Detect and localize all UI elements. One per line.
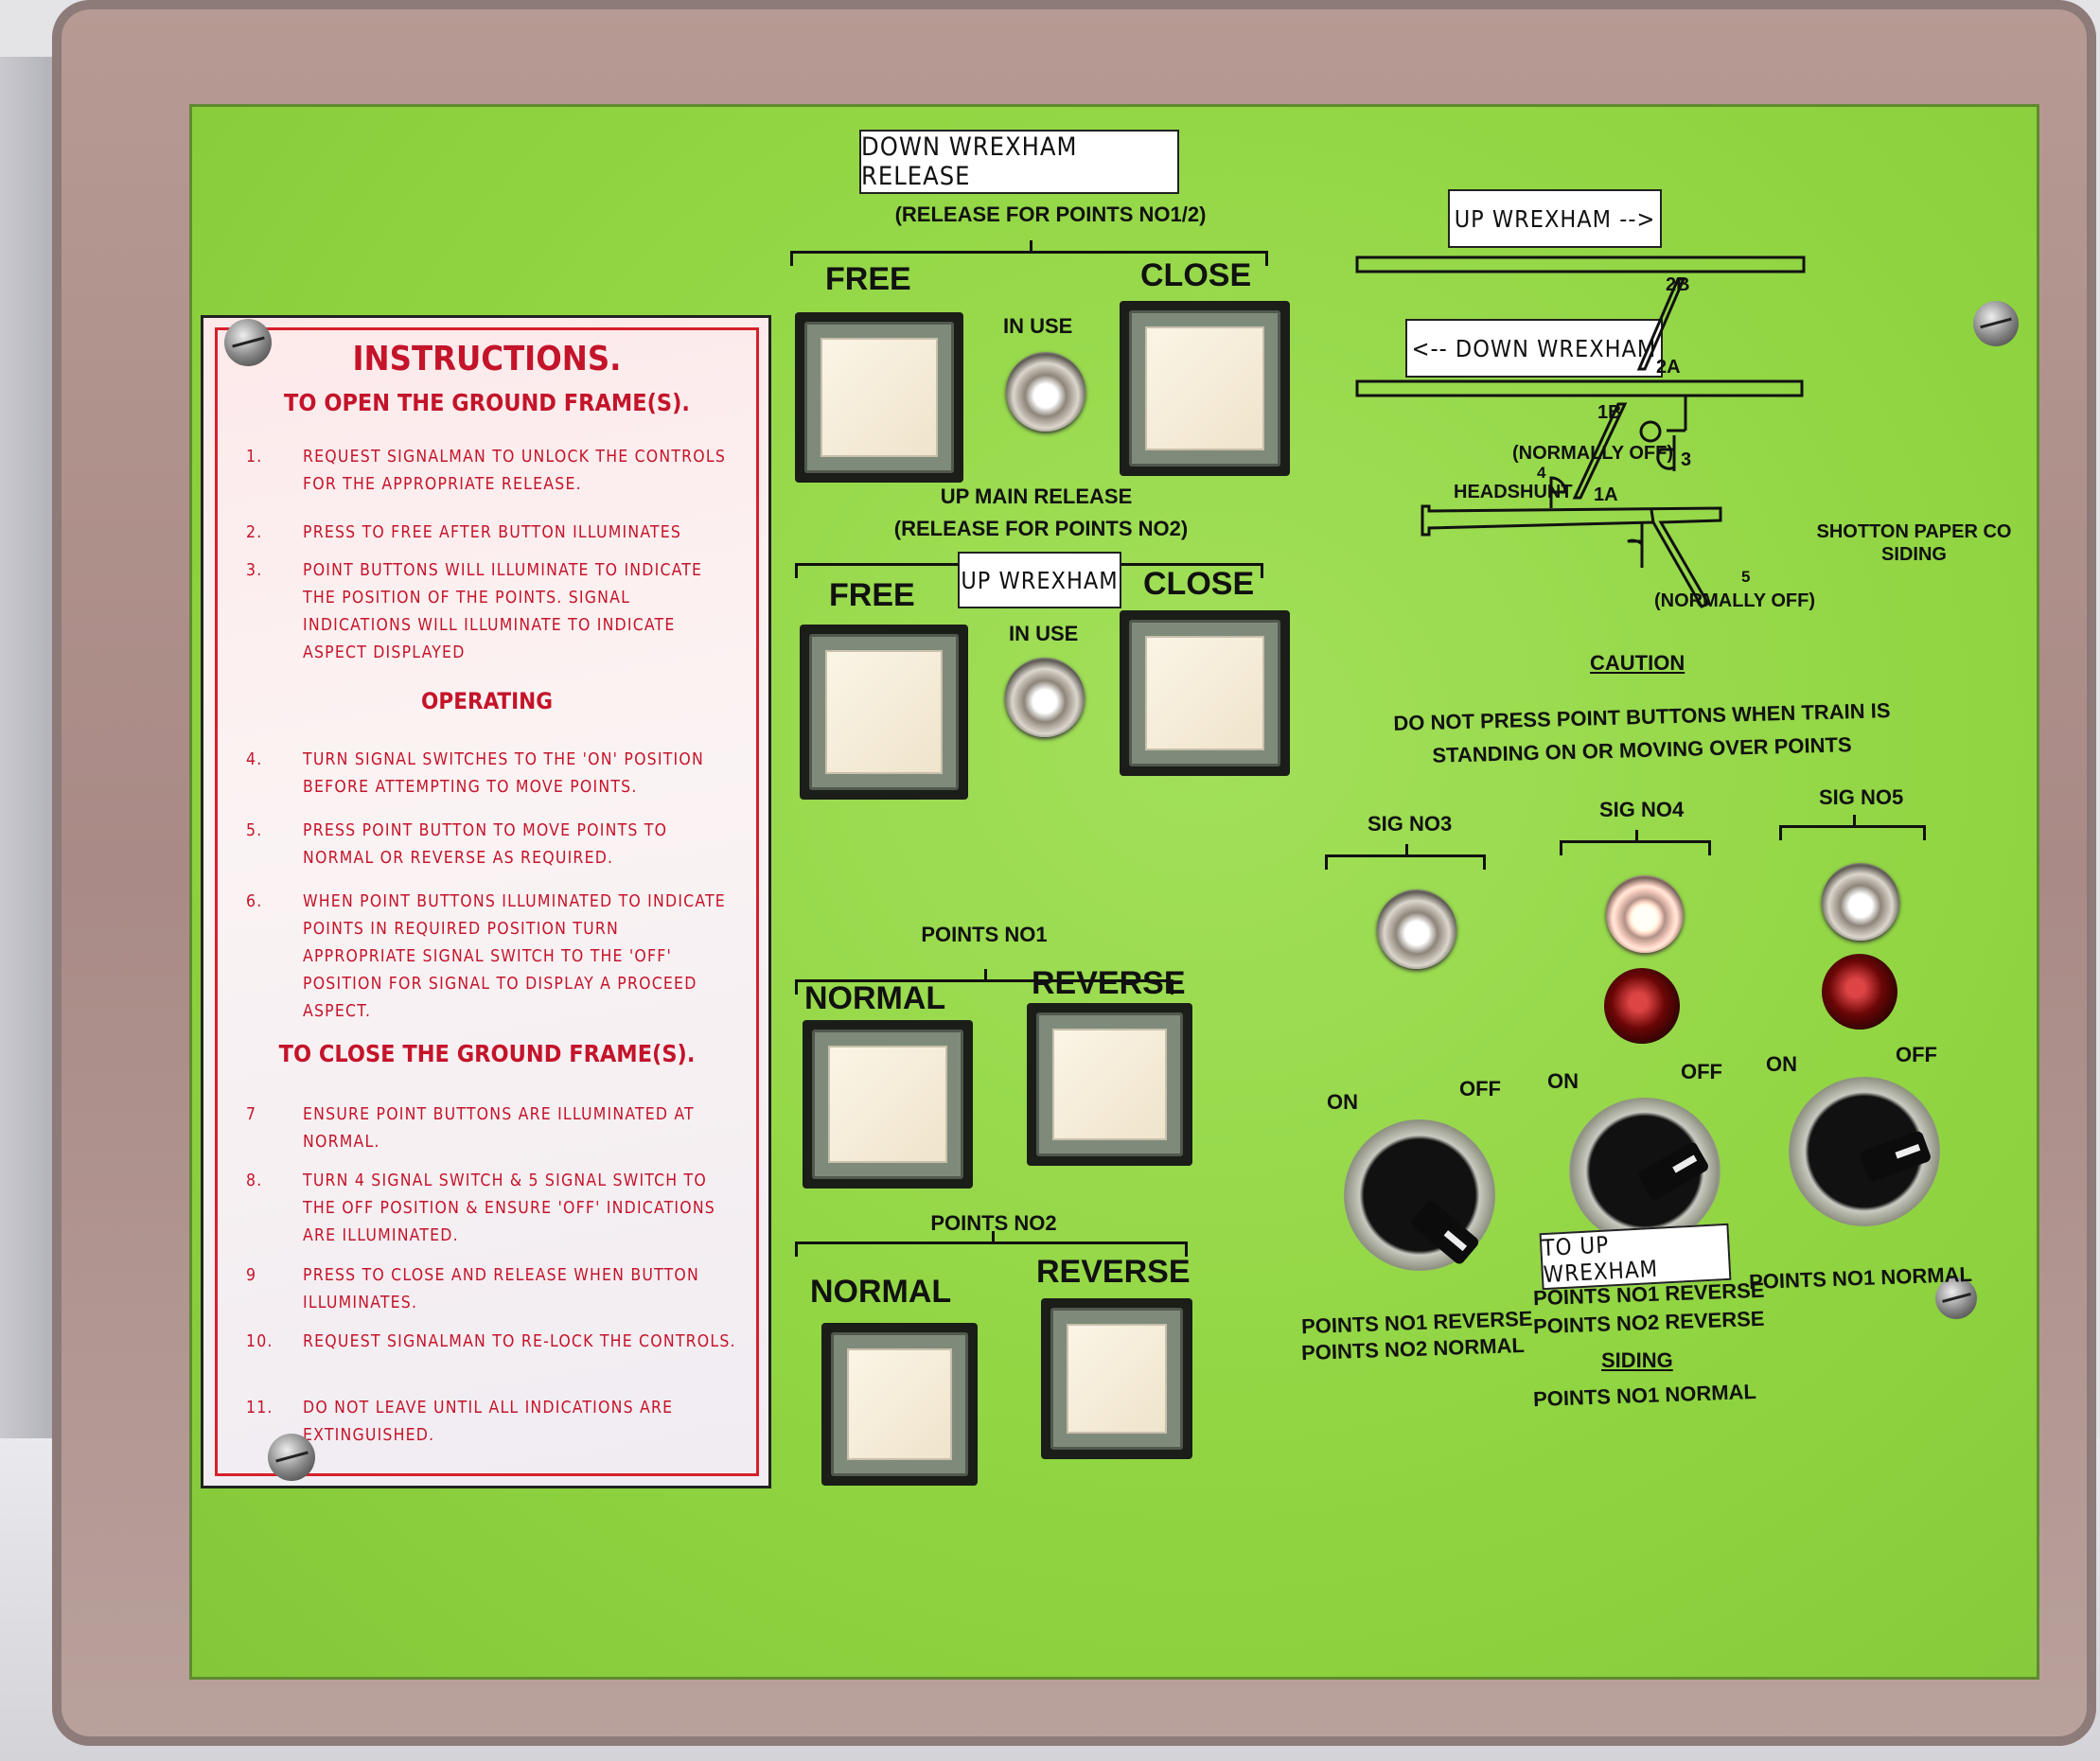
headshunt-label: HEADSHUNT bbox=[1454, 482, 1573, 502]
instruction-item: 6.WHEN POINT BUTTONS ILLUMINATED TO INDI… bbox=[246, 892, 726, 1021]
sig4-off-label: OFF bbox=[1681, 1060, 1722, 1083]
instructions-title: INSTRUCTIONS. bbox=[352, 340, 622, 379]
points2-normal-button[interactable] bbox=[821, 1323, 978, 1486]
instruction-item: 8.TURN 4 SIGNAL SWITCH & 5 SIGNAL SWITCH… bbox=[246, 1171, 716, 1245]
up-release-free-button[interactable] bbox=[800, 625, 968, 800]
sig3-indicator-lamp bbox=[1377, 889, 1456, 969]
sig4-switch-knob[interactable] bbox=[1569, 1098, 1721, 1244]
reverse-label: REVERSE bbox=[1036, 1254, 1191, 1290]
free-label: FREE bbox=[825, 261, 911, 297]
sig-no4-label: SIG NO4 bbox=[1599, 798, 1685, 821]
shotton-siding-label: SHOTTON PAPER CO SIDING bbox=[1816, 521, 2012, 565]
screw-icon bbox=[1935, 1277, 1977, 1319]
normally-off-4-label: (NORMALLY OFF) bbox=[1512, 443, 1673, 464]
normal-label: NORMAL bbox=[810, 1274, 952, 1310]
instructions-plate: INSTRUCTIONS. TO OPEN THE GROUND FRAME(S… bbox=[201, 315, 771, 1488]
bracket bbox=[795, 969, 1174, 995]
instruction-item: 1.REQUEST SIGNALMAN TO UNLOCK THE CONTRO… bbox=[246, 448, 727, 494]
crossover-1 bbox=[1572, 402, 1628, 500]
up-wrexham-direction-plate: UP WREXHAM --> bbox=[1448, 189, 1662, 248]
signal-4-label: 4 bbox=[1537, 464, 1546, 482]
points-2b-label: 2B bbox=[1666, 274, 1690, 295]
operating-heading: OPERATING bbox=[421, 688, 553, 714]
bracket bbox=[790, 240, 1268, 266]
instruction-item: 4.TURN SIGNAL SWITCHES TO THE 'ON' POSIT… bbox=[246, 750, 704, 797]
sig3-off-label: OFF bbox=[1459, 1077, 1501, 1101]
points2-reverse-button[interactable] bbox=[1041, 1298, 1192, 1459]
sig3-on-label: ON bbox=[1327, 1090, 1358, 1114]
signal-4-icon bbox=[1549, 476, 1567, 508]
down-release-close-button[interactable] bbox=[1120, 301, 1290, 476]
sig-no3-label: SIG NO3 bbox=[1368, 812, 1453, 836]
up-main-track bbox=[1355, 255, 1806, 273]
instruction-item: 2.PRESS TO FREE AFTER BUTTON ILLUMINATES bbox=[246, 523, 682, 542]
bracket bbox=[1779, 815, 1926, 840]
sig4-red-lamp bbox=[1604, 968, 1680, 1044]
sig5-indicator-lamp bbox=[1822, 863, 1899, 941]
points1-normal-button[interactable] bbox=[803, 1020, 973, 1189]
down-main-track bbox=[1355, 379, 1804, 397]
in-use-lamp bbox=[1006, 352, 1085, 431]
free-label: FREE bbox=[829, 577, 915, 613]
bracket bbox=[1325, 844, 1486, 870]
up-main-release-title: UP MAIN RELEASE bbox=[940, 484, 1133, 508]
signal-3-label: 3 bbox=[1681, 449, 1692, 470]
sig5-on-label: ON bbox=[1766, 1052, 1797, 1076]
sig5-red-lamp bbox=[1822, 954, 1897, 1030]
sig5-switch-knob[interactable] bbox=[1789, 1077, 1940, 1226]
points-no1-title: POINTS NO1 bbox=[921, 923, 1048, 946]
close-label: CLOSE bbox=[1140, 257, 1252, 293]
reverse-label: REVERSE bbox=[1032, 965, 1186, 1001]
points-1b-label: 1B bbox=[1597, 402, 1622, 423]
sig4-indicator-lamp bbox=[1606, 875, 1684, 953]
sig4-on-label: ON bbox=[1547, 1069, 1579, 1093]
points1-reverse-button[interactable] bbox=[1027, 1003, 1192, 1166]
up-wrexham-plate: UP WREXHAM bbox=[958, 552, 1121, 608]
down-wrexham-release-plate: DOWN WREXHAM RELEASE bbox=[859, 130, 1179, 194]
open-heading: TO OPEN THE GROUND FRAME(S). bbox=[284, 389, 690, 416]
down-wrexham-direction-plate: <-- DOWN WREXHAM bbox=[1405, 319, 1663, 378]
signal-5-label: 5 bbox=[1741, 568, 1751, 586]
normal-label: NORMAL bbox=[804, 980, 946, 1016]
normally-off-5-label: (NORMALLY OFF) bbox=[1654, 590, 1815, 611]
bracket bbox=[795, 1231, 1188, 1257]
up-release-subtitle: (RELEASE FOR POINTS NO2) bbox=[893, 517, 1189, 540]
sig3-switch-knob[interactable] bbox=[1344, 1119, 1495, 1271]
instruction-item: 3.POINT BUTTONS WILL ILLUMINATE TO INDIC… bbox=[246, 561, 703, 662]
crossover-2 bbox=[1636, 277, 1686, 371]
in-use-label: IN USE bbox=[1003, 314, 1073, 338]
instruction-item: 11.DO NOT LEAVE UNTIL ALL INDICATIONS AR… bbox=[246, 1399, 674, 1445]
signal-3-arm-icon bbox=[1656, 435, 1676, 471]
sig4-siding-heading: SIDING bbox=[1601, 1348, 1673, 1372]
points-2a-label: 2A bbox=[1656, 357, 1681, 378]
screw-icon bbox=[268, 1434, 315, 1481]
signal-3-icon bbox=[1639, 420, 1662, 443]
screw-icon bbox=[224, 319, 272, 366]
close-label: CLOSE bbox=[1143, 566, 1255, 602]
sig-no5-label: SIG NO5 bbox=[1819, 785, 1904, 809]
headshunt-track bbox=[1421, 504, 1722, 608]
points-no2-title: POINTS NO2 bbox=[930, 1211, 1057, 1235]
bracket bbox=[1560, 830, 1711, 855]
signal-5-icon bbox=[1627, 522, 1644, 568]
release-subtitle: (RELEASE FOR POINTS NO1/2) bbox=[894, 203, 1207, 226]
in-use-lamp bbox=[1005, 658, 1085, 737]
points-1a-label: 1A bbox=[1594, 484, 1618, 505]
track-diagram bbox=[1355, 255, 1806, 608]
down-release-free-button[interactable] bbox=[795, 312, 963, 483]
instruction-item: 5.PRESS POINT BUTTON TO MOVE POINTS TO N… bbox=[246, 821, 668, 868]
caution-title: CAUTION bbox=[1590, 651, 1685, 675]
sig5-off-label: OFF bbox=[1896, 1043, 1937, 1066]
up-release-close-button[interactable] bbox=[1120, 610, 1290, 776]
close-heading: TO CLOSE THE GROUND FRAME(S). bbox=[278, 1040, 696, 1067]
screw-icon bbox=[1973, 301, 2019, 346]
in-use-label: IN USE bbox=[1009, 622, 1079, 645]
instruction-item: 10.REQUEST SIGNALMAN TO RE-LOCK THE CONT… bbox=[246, 1332, 736, 1351]
